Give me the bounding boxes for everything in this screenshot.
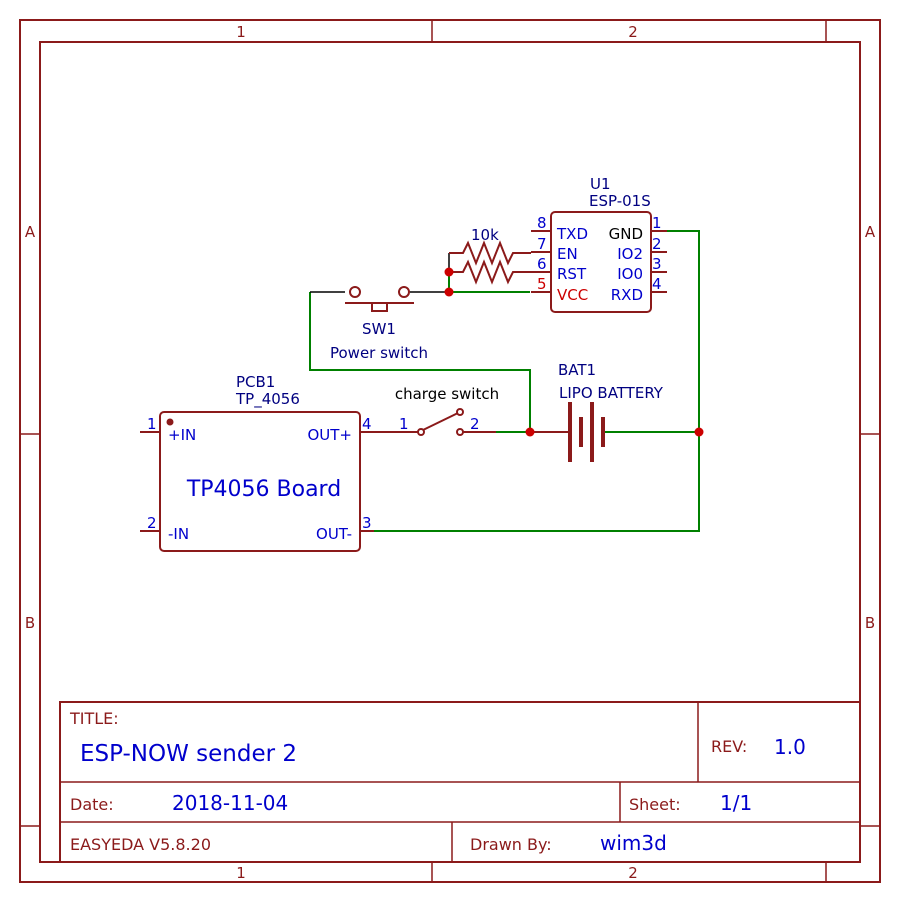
pcb1-pin-out-plus: OUT+ [307, 426, 352, 444]
sheet-value: 1/1 [720, 791, 752, 815]
pcb1-body [159, 411, 361, 552]
drawn-by-value: wim3d [600, 831, 667, 855]
resistor-top-zigzag [449, 240, 531, 266]
u1-pin6-num: 6 [537, 255, 547, 273]
zone-col-1-bottom: 1 [236, 864, 246, 882]
rev-value: 1.0 [774, 735, 806, 759]
pcb1-tp4056[interactable]: PCB1 TP_4056 1 2 4 3 +IN -IN OUT+ OUT- T… [140, 373, 374, 552]
zone-row-b-left: B [25, 614, 35, 632]
u1-esp01s[interactable]: U1 ESP-01S 8 7 6 5 TXD EN RST VCC 1 2 3 … [531, 175, 667, 313]
charge-switch-pin2: 2 [470, 415, 480, 433]
pcb1-pin2-num: 2 [147, 514, 157, 532]
resistor-r1[interactable]: 10k [449, 226, 531, 285]
wire-switch-to-battery [309, 292, 531, 432]
zone-col-2-bottom: 2 [628, 864, 638, 882]
sw1-designator: SW1 [362, 320, 396, 338]
sw1-power-switch[interactable]: SW1 Power switch [330, 286, 428, 362]
zone-row-a-left: A [25, 223, 36, 241]
resistor-value: 10k [471, 226, 499, 244]
u1-pin2-num: 2 [652, 235, 662, 253]
sw1-contact-left [349, 286, 361, 298]
sw1-actuator [371, 302, 388, 312]
tool-version: EASYEDA V5.8.20 [70, 835, 211, 854]
zone-col-1-top: 1 [236, 23, 246, 41]
u1-pin4-num: 4 [652, 275, 662, 293]
date-label: Date: [70, 795, 114, 814]
drawn-by-label: Drawn By: [470, 835, 552, 854]
rev-label: REV: [711, 737, 747, 756]
u1-pin7-num: 7 [537, 235, 547, 253]
u1-pin-io2: IO2 [617, 245, 643, 263]
u1-pin8-num: 8 [537, 214, 547, 232]
wire-gnd [374, 230, 700, 532]
u1-pin5-num: 5 [537, 275, 547, 293]
pcb1-pin4-num: 4 [362, 415, 372, 433]
date-value: 2018-11-04 [172, 791, 288, 815]
sheet-label: Sheet: [629, 795, 681, 814]
outer-border [19, 19, 881, 883]
pcb1-designator: PCB1 [236, 373, 275, 391]
sw1-contact-right [398, 286, 410, 298]
resistor-bottom-zigzag [449, 259, 531, 285]
title-value: ESP-NOW sender 2 [80, 741, 297, 767]
junctions [444, 267, 704, 437]
charge-switch-lever [422, 412, 459, 431]
pcb1-pin3-num: 3 [362, 514, 372, 532]
pcb1-pin-minus-in: -IN [168, 525, 189, 543]
title-label: TITLE: [69, 709, 119, 728]
bat1-lipo-battery[interactable]: BAT1 LIPO BATTERY [530, 361, 664, 462]
u1-pin-gnd: GND [609, 225, 643, 243]
bat1-designator: BAT1 [558, 361, 596, 379]
pcb1-body-label: TP4056 Board [186, 477, 341, 502]
u1-pin-vcc: VCC [557, 286, 588, 304]
u1-pin-rst: RST [557, 265, 587, 283]
charge-switch[interactable]: charge switch 1 2 [374, 385, 499, 436]
u1-pin1-num: 1 [652, 214, 662, 232]
u1-pin-io0: IO0 [617, 265, 643, 283]
pcb1-pin-plus-in: +IN [168, 426, 196, 444]
pcb1-value: TP_4056 [235, 390, 300, 409]
u1-designator: U1 [590, 175, 611, 193]
u1-body [550, 211, 652, 313]
title-block: TITLE: ESP-NOW sender 2 REV: 1.0 Date: 2… [59, 701, 861, 863]
pcb1-pin1-marker [166, 418, 174, 426]
wires [309, 230, 700, 532]
u1-pin-rxd: RXD [611, 286, 643, 304]
u1-value: ESP-01S [589, 192, 651, 210]
zone-col-2-top: 2 [628, 23, 638, 41]
pcb1-pin1-num: 1 [147, 415, 157, 433]
sw1-value: Power switch [330, 344, 428, 362]
u1-pin-txd: TXD [556, 225, 588, 243]
charge-switch-pin1: 1 [399, 415, 409, 433]
u1-pin3-num: 3 [652, 255, 662, 273]
zone-row-a-right: A [865, 223, 876, 241]
zone-row-b-right: B [865, 614, 875, 632]
pcb1-pin-out-minus: OUT- [316, 525, 352, 543]
charge-switch-label: charge switch [395, 385, 499, 403]
u1-pin-en: EN [557, 245, 578, 263]
bat1-value: LIPO BATTERY [559, 384, 664, 402]
